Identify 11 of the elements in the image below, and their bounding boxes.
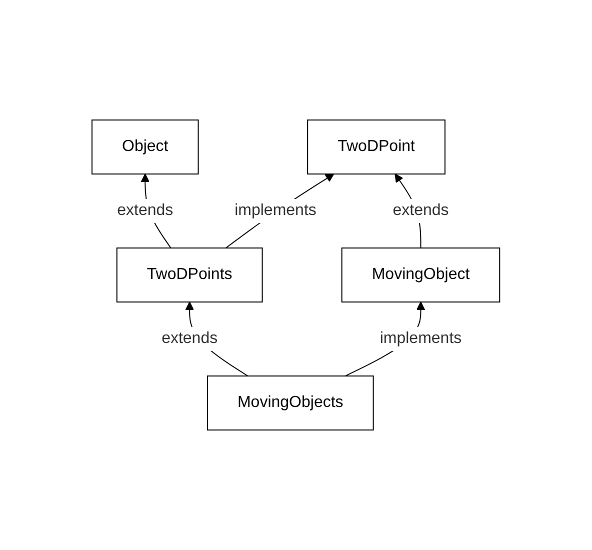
node-box: TwoDPoint [307,120,446,174]
edge-label: extends [392,202,449,219]
node-box: MovingObjects [207,375,374,430]
edge-label: extends [162,330,218,347]
edge-label: extends [117,202,174,219]
arrow [226,174,334,248]
node-box: TwoDPoints [116,248,263,302]
edge-label: implements [380,330,462,347]
edge-label: implements [234,202,317,219]
node-box: Object [92,120,199,174]
node-box: MovingObject [342,248,500,302]
